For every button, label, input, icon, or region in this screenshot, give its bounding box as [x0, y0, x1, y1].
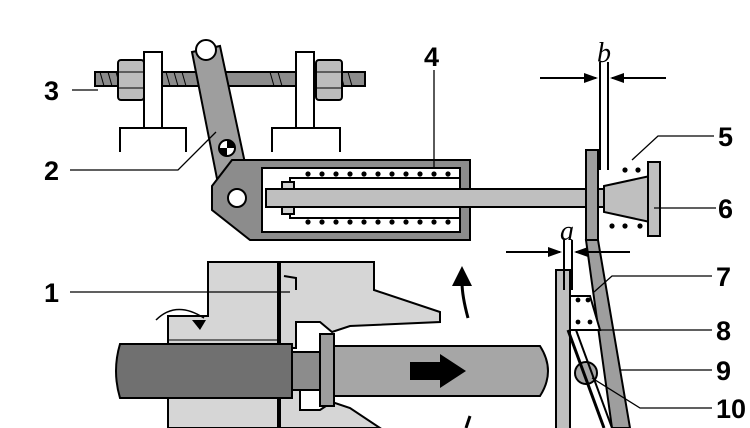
adjusting-screw-assembly [94, 51, 366, 152]
callout-4: 4 [424, 42, 439, 72]
callout-10: 10 [716, 394, 746, 424]
callout-9: 9 [716, 356, 731, 386]
dimension-b-label: b [597, 38, 611, 69]
push-rod [265, 161, 661, 237]
callout-6: 6 [718, 194, 733, 224]
dimension-a-label: a [560, 216, 574, 247]
callout-2: 2 [44, 156, 59, 186]
callout-3: 3 [44, 76, 59, 106]
callout-1: 1 [44, 278, 59, 308]
motion-arrows [155, 266, 472, 428]
dimension-b: b [540, 38, 666, 170]
tilt-plate [574, 239, 632, 428]
callout-8: 8 [716, 316, 731, 346]
shaft [115, 333, 549, 407]
callout-labels: 1 2 3 4 5 6 7 8 9 10 [44, 42, 746, 424]
leader-lines [70, 70, 716, 409]
spring-coils [305, 171, 451, 225]
callout-7: 7 [716, 262, 731, 292]
dimension-a: a [506, 216, 630, 290]
callout-5: 5 [718, 122, 733, 152]
